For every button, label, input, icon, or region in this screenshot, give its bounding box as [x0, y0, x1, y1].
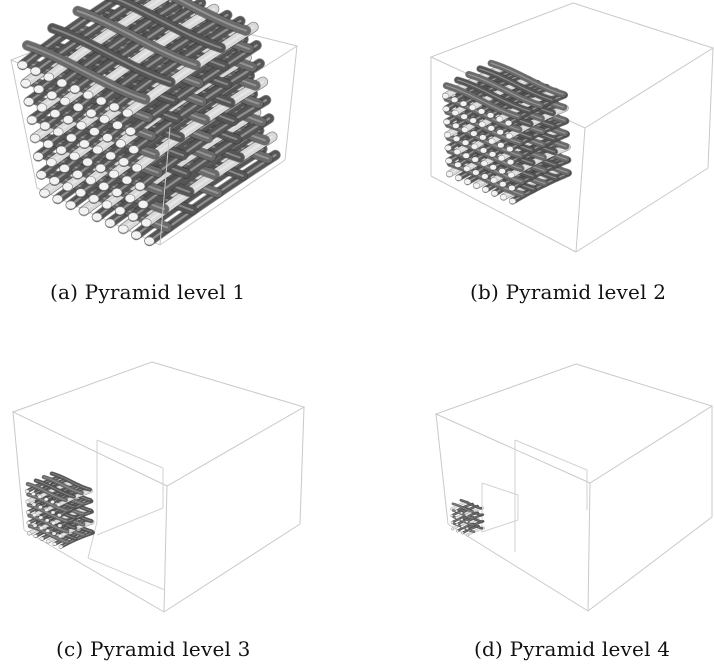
box-a-front-edge: [159, 126, 171, 246]
caption-level-3: (c) Pyramid level 3: [56, 637, 251, 661]
fiber-volume-a: [17, 0, 281, 247]
fiber-volume-render-level-4: [434, 363, 714, 612]
box-d-edge: [447, 523, 589, 612]
box-d-edge: [435, 413, 449, 525]
panel-level-2: (b) Pyramid level 2: [357, 0, 714, 320]
box-c-top-face: [11, 361, 306, 487]
box-a-edge: [10, 59, 38, 189]
fiber-volume-d: [450, 498, 485, 537]
box-c-edge: [299, 406, 305, 525]
box-b-edge: [707, 47, 714, 169]
fiber-volume-c: [25, 471, 95, 549]
box-d-edge: [587, 482, 591, 612]
box-c-inner-edge: [87, 557, 166, 591]
fiber-volume-b: [441, 59, 573, 205]
box-d-top-face: [434, 363, 714, 484]
box-d-inner-edge: [481, 519, 519, 533]
box-b-edge: [430, 175, 577, 253]
box-d-inner-edge: [481, 482, 519, 496]
box-c-inner-edge: [87, 521, 98, 559]
box-c-edge: [23, 529, 165, 613]
box-a-edge: [284, 45, 298, 161]
box-c-inner-edge: [96, 507, 164, 536]
caption-level-4: (d) Pyramid level 4: [474, 637, 671, 661]
panel-level-3: (c) Pyramid level 3: [0, 320, 357, 671]
box-d-edge: [587, 516, 713, 612]
box-c-edge: [163, 485, 168, 613]
box-d-inner-edge: [514, 439, 588, 471]
box-a-edge: [159, 159, 286, 246]
box-c-edge: [12, 411, 25, 531]
caption-level-1: (a) Pyramid level 1: [50, 280, 246, 304]
box-b-edge: [575, 167, 709, 253]
fiber-volume-render-level-2: [429, 2, 714, 253]
fiber-volume-render-level-1: [9, 0, 299, 247]
panel-level-1: (a) Pyramid level 1: [0, 0, 357, 320]
box-c-edge: [163, 523, 301, 613]
caption-level-2: (b) Pyramid level 2: [470, 280, 667, 304]
box-b-edge: [575, 127, 586, 253]
box-c-inner-edge: [96, 439, 164, 469]
panel-level-4: (d) Pyramid level 4: [357, 320, 714, 671]
fiber-volume-render-level-3: [11, 361, 306, 613]
